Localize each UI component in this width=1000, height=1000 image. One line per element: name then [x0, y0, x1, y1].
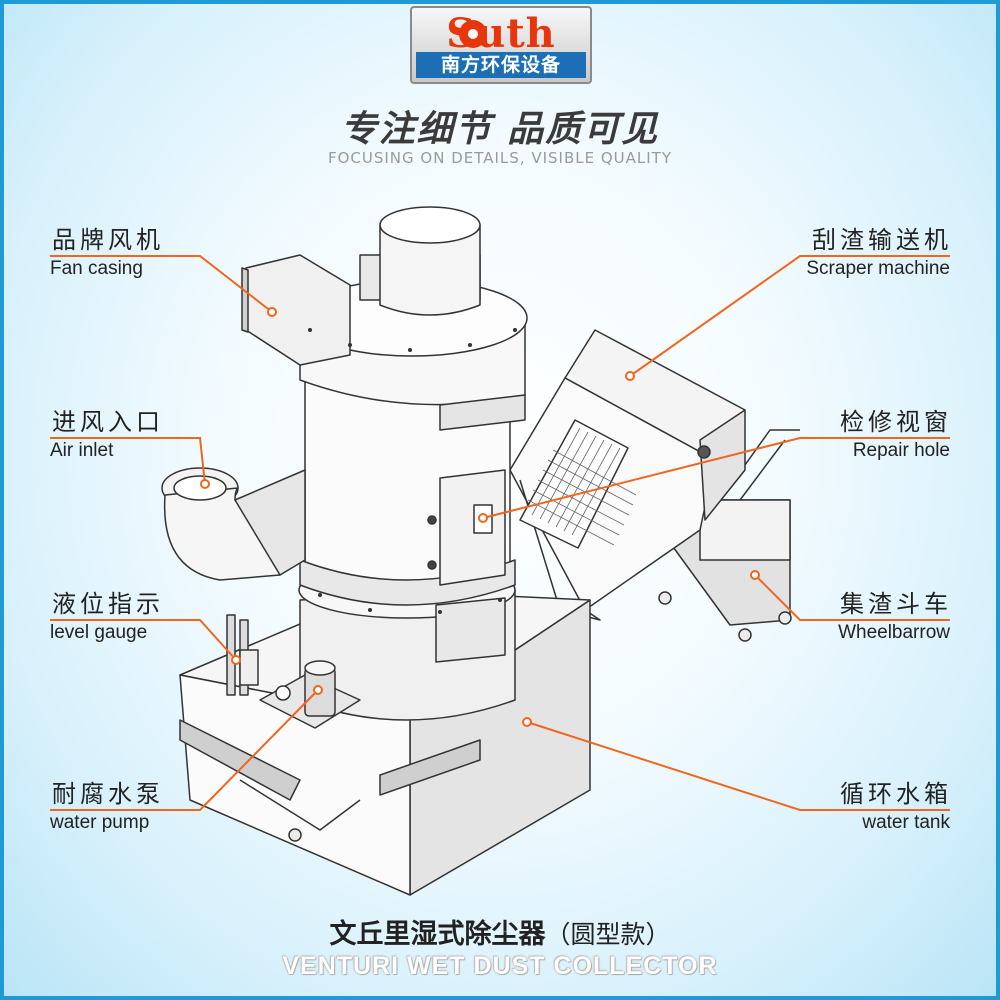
fan-casing-drawing	[241, 206, 528, 431]
south-logo: Suth 南方环保设备	[410, 6, 592, 84]
product-title-en: VENTURI WET DUST COLLECTOR	[282, 952, 718, 980]
logo-fan-icon	[459, 20, 487, 48]
rim-bolts	[308, 328, 517, 614]
label-air-inlet-en: Air inlet	[50, 440, 114, 461]
leader-wheelbarrow	[754, 574, 950, 621]
leader-level-gauge	[50, 619, 237, 661]
leader-dots	[200, 307, 760, 727]
label-water-tank-en: water tank	[862, 812, 950, 833]
main-cylinder-drawing	[298, 379, 516, 721]
label-water-tank-cn: 循环水箱	[840, 780, 952, 808]
product-title-cn: 文丘里湿式除尘器	[329, 919, 546, 950]
label-scraper-cn: 刮渣输送机	[812, 226, 952, 254]
leader-air-inlet	[50, 437, 206, 485]
label-level-gauge-cn: 液位指示	[52, 590, 164, 618]
slogan-cn: 专注细节 品质可见	[340, 109, 660, 150]
product-title: 文丘里湿式除尘器（圆型款）	[0, 912, 1000, 951]
label-fan-cn: 品牌风机	[52, 226, 164, 254]
label-repair-hole-cn: 检修视窗	[840, 408, 952, 436]
dot-fan	[267, 307, 277, 317]
dot-wheelbarrow	[750, 570, 760, 580]
label-water-pump-en: water pump	[50, 812, 150, 833]
leader-repair-hole	[482, 437, 950, 519]
dot-repair-hole	[478, 513, 488, 523]
leader-fan	[50, 255, 273, 313]
dot-water-tank	[522, 717, 532, 727]
leader-scraper	[629, 255, 950, 377]
dot-scraper	[625, 371, 635, 381]
leader-lines	[50, 255, 950, 811]
dot-level-gauge	[231, 655, 241, 665]
label-repair-hole-en: Repair hole	[852, 440, 950, 461]
label-water-pump-cn: 耐腐水泵	[52, 780, 164, 808]
logo-subtitle: 南方环保设备	[416, 52, 586, 78]
slogan-en: FOCUSING ON DETAILS, VISIBLE QUALITY	[327, 149, 673, 167]
logo-wordmark: Suth	[446, 10, 556, 57]
air-inlet-drawing	[161, 467, 306, 581]
label-wheelbarrow-cn: 集渣斗车	[840, 590, 952, 618]
dot-water-pump	[313, 685, 323, 695]
label-scraper-en: Scraper machine	[806, 258, 950, 279]
leader-water-pump	[50, 689, 319, 811]
leader-water-tank	[526, 721, 950, 811]
dot-air-inlet	[200, 479, 210, 489]
product-title-sub: （圆型款）	[545, 920, 671, 949]
label-fan-en: Fan casing	[50, 258, 143, 279]
label-wheelbarrow-en: Wheelbarrow	[838, 622, 950, 643]
label-air-inlet-cn: 进风入口	[52, 408, 164, 436]
label-level-gauge-en: level gauge	[50, 622, 148, 643]
